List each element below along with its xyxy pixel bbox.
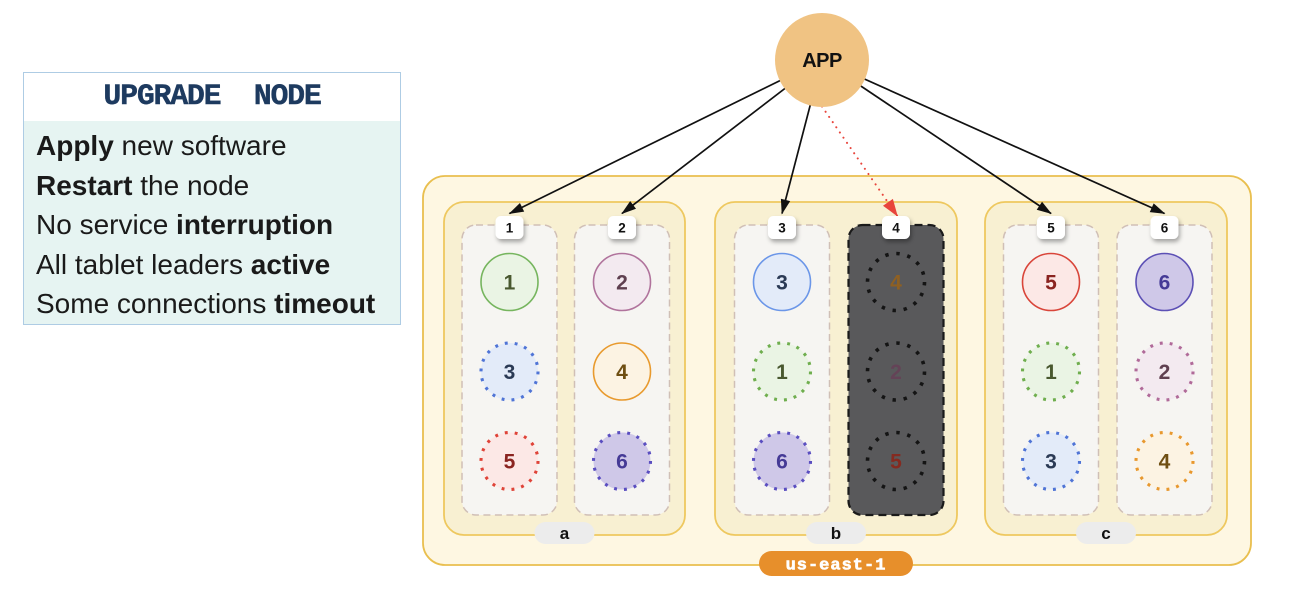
svg-text:5: 5 — [1045, 272, 1057, 295]
svg-text:1: 1 — [1045, 361, 1057, 384]
svg-text:3: 3 — [776, 272, 788, 295]
svg-text:2: 2 — [890, 361, 902, 384]
svg-text:3: 3 — [504, 361, 516, 384]
svg-text:6: 6 — [1161, 221, 1169, 236]
svg-text:4: 4 — [890, 272, 902, 295]
svg-text:4: 4 — [616, 361, 628, 384]
svg-text:1: 1 — [776, 361, 788, 384]
svg-text:4: 4 — [1159, 451, 1171, 474]
svg-text:5: 5 — [890, 451, 902, 474]
svg-text:c: c — [1101, 524, 1110, 543]
svg-text:4: 4 — [892, 221, 900, 236]
svg-text:2: 2 — [616, 272, 628, 295]
svg-text:3: 3 — [778, 221, 786, 236]
svg-text:1: 1 — [506, 221, 514, 236]
svg-text:3: 3 — [1045, 451, 1057, 474]
svg-text:5: 5 — [504, 451, 516, 474]
svg-text:6: 6 — [1159, 272, 1171, 295]
svg-text:b: b — [831, 524, 841, 543]
svg-text:6: 6 — [616, 451, 628, 474]
svg-text:2: 2 — [1159, 361, 1171, 384]
svg-text:1: 1 — [504, 272, 516, 295]
svg-text:us-east-1: us-east-1 — [786, 557, 887, 576]
svg-text:APP: APP — [802, 50, 842, 72]
svg-text:a: a — [560, 524, 570, 543]
svg-text:2: 2 — [618, 221, 626, 236]
svg-text:6: 6 — [776, 451, 788, 474]
svg-text:5: 5 — [1047, 221, 1055, 236]
